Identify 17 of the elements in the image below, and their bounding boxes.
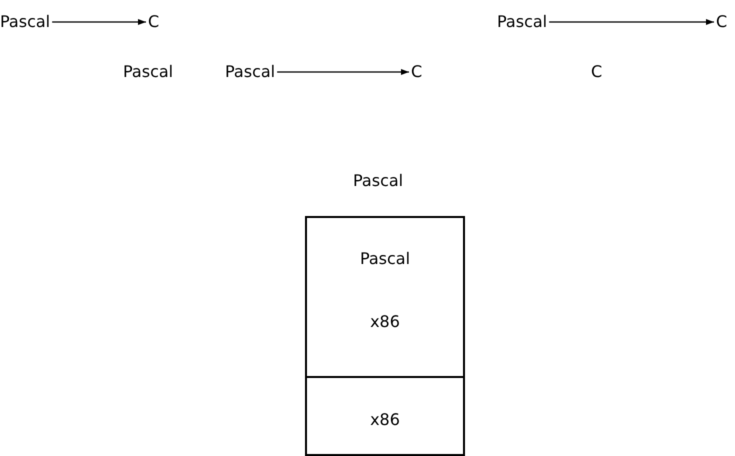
box-text: Pascal <box>358 249 412 269</box>
arrow <box>52 19 146 25</box>
language-label: Pascal <box>353 171 404 191</box>
language-label: C <box>716 12 728 32</box>
stack-box <box>305 376 465 456</box>
language-label: C <box>148 12 160 32</box>
language-label: Pascal <box>0 12 50 32</box>
box-text: x86 <box>369 410 401 430</box>
stack-box <box>305 216 465 378</box>
arrow <box>549 19 714 25</box>
language-label: Pascal <box>225 62 276 82</box>
box-text: x86 <box>369 312 401 332</box>
arrow <box>277 69 409 75</box>
language-label: C <box>411 62 422 82</box>
language-label: Pascal <box>497 12 548 32</box>
language-label: Pascal <box>123 62 174 82</box>
language-label: C <box>591 62 602 82</box>
